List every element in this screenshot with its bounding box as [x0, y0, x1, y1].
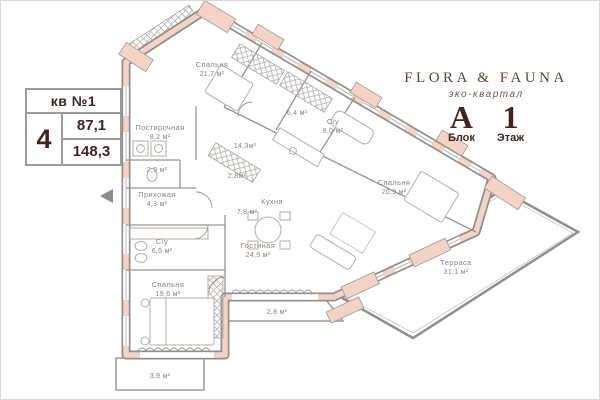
kitchen-counter-icon: [271, 127, 326, 168]
room-label-bathroom-1: С/у: [327, 117, 339, 126]
room-label-bathroom-2: С/у: [156, 237, 168, 246]
toilet-icon: [146, 168, 158, 182]
room-area-bedroom-3: 19,6 м²: [156, 291, 181, 298]
bathtub-icon: [330, 110, 374, 145]
room-area-laundry: 8,2 м²: [150, 134, 171, 141]
block-label: Блок: [447, 132, 475, 144]
bed-icon: [204, 64, 254, 112]
room-area-bedroom-2: 20,9 м²: [382, 189, 407, 196]
apartment-number: кв №1: [27, 90, 120, 114]
floor-label: Этаж: [496, 132, 525, 144]
room-area-bathroom-2: 6,5 м²: [152, 248, 173, 255]
bed-icon: [404, 171, 459, 223]
room-label-bedroom-3: Спальня: [152, 280, 185, 289]
scallop-windows: [137, 289, 319, 353]
sofa-icon: [310, 234, 357, 270]
room-area-kitchen: 7,8 м²: [237, 209, 258, 216]
furniture: [129, 64, 459, 346]
rug-icon: [329, 211, 377, 255]
bed-icon: [140, 297, 215, 346]
wardrobe-hatches: [207, 43, 333, 339]
room-area-wardrobe: 6,4 м²: [287, 110, 308, 117]
room-area-bedroom-1: 21,7 м²: [200, 71, 225, 78]
room-area-living: 24,9 м²: [246, 252, 271, 259]
room-area-terrace: 31,1 м²: [444, 269, 469, 276]
brand-block: FLORA & FAUNA эко-квартал А Блок 1 Этаж: [390, 70, 582, 144]
room-label-bedroom-2: Спальня: [378, 178, 411, 187]
room-label-bedroom-1: Спальня: [196, 60, 229, 69]
total-area-value: 148,3: [72, 143, 111, 160]
brand-logo: FLORA & FAUNA: [404, 70, 568, 86]
room-area-entry: 4,3 м²: [147, 201, 168, 208]
room-area-closet: 2,8м²: [228, 173, 247, 180]
room-label-living: Гостиная: [241, 241, 275, 250]
room-area-hall: 14,3м²: [234, 143, 257, 150]
wall-stubs: [118, 0, 527, 324]
entry-arrow-icon: [100, 189, 113, 203]
room-label-entry: Прихожая: [138, 190, 175, 199]
room-label-laundry: Постирочная: [135, 123, 184, 132]
floor-number: 1: [502, 99, 519, 135]
room-label-terrace: Терраса: [440, 258, 472, 267]
room-labels: Спальня 21,7 м² 6,4 м² С/у 8,0 м² 14,3м²…: [135, 60, 472, 380]
living-area-value: 87,1: [63, 114, 120, 140]
balcony-2-outline: [115, 357, 205, 391]
block-letter: А: [449, 99, 473, 135]
window-strips: [123, 21, 482, 358]
rooms-count: 4: [27, 114, 63, 164]
room-area-balcony-2: 3,9 м²: [150, 373, 171, 380]
washer-icon: [132, 140, 167, 157]
room-area-bathroom-1: 8,0 м²: [323, 128, 344, 135]
kitchen-sink-icon: [289, 147, 297, 155]
bathroom-counter-icon: [129, 227, 209, 263]
door-arcs: [193, 101, 253, 294]
dining-table-icon: [247, 211, 291, 250]
room-area-balcony-1: 2,8 м²: [267, 309, 288, 316]
apartment-info-card: кв №1 4 87,1 148,3: [25, 88, 122, 166]
room-area-wc: 2,9 м²: [147, 167, 168, 174]
room-label-kitchen: Кухня: [261, 197, 283, 206]
brand-subtitle: эко-квартал: [448, 89, 524, 100]
